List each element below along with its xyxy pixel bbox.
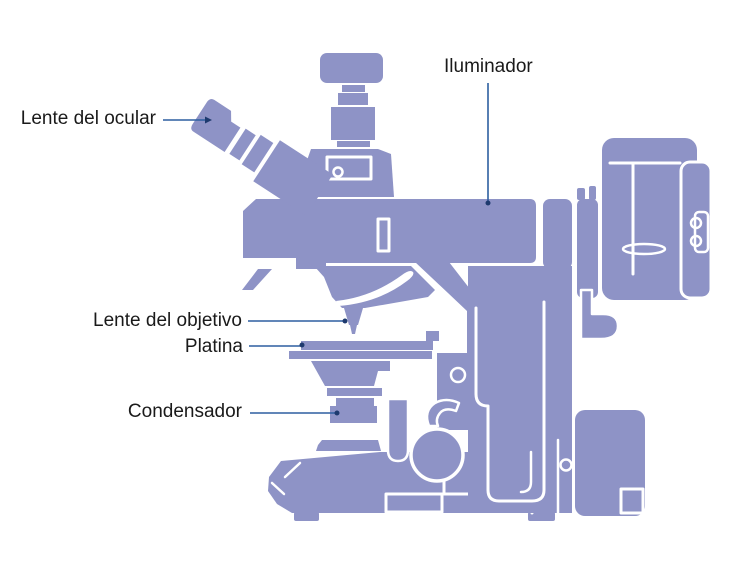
side-ear-tab	[579, 288, 620, 341]
condenser-ring	[327, 388, 382, 396]
coarse-focus-knob	[409, 427, 465, 483]
column-inner-contour	[474, 300, 546, 503]
base-foot-left	[294, 512, 319, 521]
base-panel-outline	[384, 492, 444, 514]
eyepiece-assembly	[191, 98, 333, 216]
focus-mechanism	[386, 366, 467, 483]
head-plate-screw	[332, 166, 344, 178]
lamp-hinge	[693, 210, 710, 254]
tube-top-knob	[320, 53, 383, 83]
base-foot-right	[528, 512, 555, 521]
condenser-body	[330, 406, 377, 423]
base-corner-cut	[270, 481, 286, 496]
eyepiece-ring-1	[229, 128, 256, 161]
eyepiece-cap	[191, 98, 241, 152]
leader-objetivo-dot	[342, 318, 348, 324]
condenser-assembly	[311, 361, 390, 451]
lamp-house	[602, 138, 713, 300]
condenser-carrier	[386, 397, 410, 463]
label-iluminador: Iluminador	[444, 56, 533, 77]
nosepiece	[306, 261, 435, 334]
tube-ring-1	[342, 85, 365, 92]
link-knob-small	[577, 188, 585, 200]
label-condensador: Condensador	[127, 401, 242, 422]
objective-lens	[344, 308, 363, 325]
stage-platina	[289, 331, 439, 359]
illuminator-arm-link	[543, 186, 598, 298]
tube-ring-2	[338, 93, 368, 105]
leader-platina-dot	[299, 342, 305, 348]
head-plate-outline	[325, 155, 373, 181]
frame-wedge	[415, 262, 480, 430]
link-bar-front	[543, 199, 572, 269]
side-attachments	[559, 288, 645, 516]
leader-ocular-arrow	[205, 116, 212, 124]
label-lente-del-objetivo: Lente del objetivo	[93, 310, 242, 331]
label-platina: Platina	[184, 336, 243, 357]
eyepiece-barrel	[253, 140, 333, 216]
tube-body	[331, 107, 375, 140]
arm-slot	[376, 217, 391, 253]
accessory-box	[575, 410, 645, 516]
lamp-hinge-bump-bottom	[689, 234, 703, 248]
stage-adjust-knob	[449, 366, 467, 384]
illuminator-tube	[320, 53, 383, 147]
condenser-top	[336, 398, 374, 406]
leader-lines	[163, 83, 491, 416]
focus-bracket	[425, 398, 461, 428]
stage-clip	[426, 331, 439, 341]
link-knob-tall	[589, 186, 596, 200]
field-lens-mount	[316, 440, 381, 451]
leader-iluminador-dot	[485, 200, 491, 206]
head-lower-fin	[242, 269, 272, 290]
accessory-box-notch	[619, 487, 645, 515]
column-inner-line	[519, 450, 533, 494]
lamp-hinge-bump-top	[689, 216, 703, 230]
stage-lower-plate	[289, 351, 432, 359]
link-bar-rear	[577, 199, 598, 298]
collector-lens	[621, 242, 667, 256]
eyepiece-ring-2	[241, 134, 274, 173]
objective-tip	[350, 325, 357, 334]
tube-collar	[337, 141, 370, 147]
side-screw	[559, 458, 573, 472]
leader-condensador-dot	[334, 410, 340, 416]
base-corner-highlight	[283, 461, 302, 479]
nosepiece-swoosh	[336, 271, 414, 306]
stage-upper-plate	[301, 341, 433, 350]
label-lente-del-ocular: Lente del ocular	[20, 108, 156, 129]
arm	[243, 199, 536, 269]
condenser-funnel	[311, 361, 390, 386]
body-column	[415, 262, 572, 515]
